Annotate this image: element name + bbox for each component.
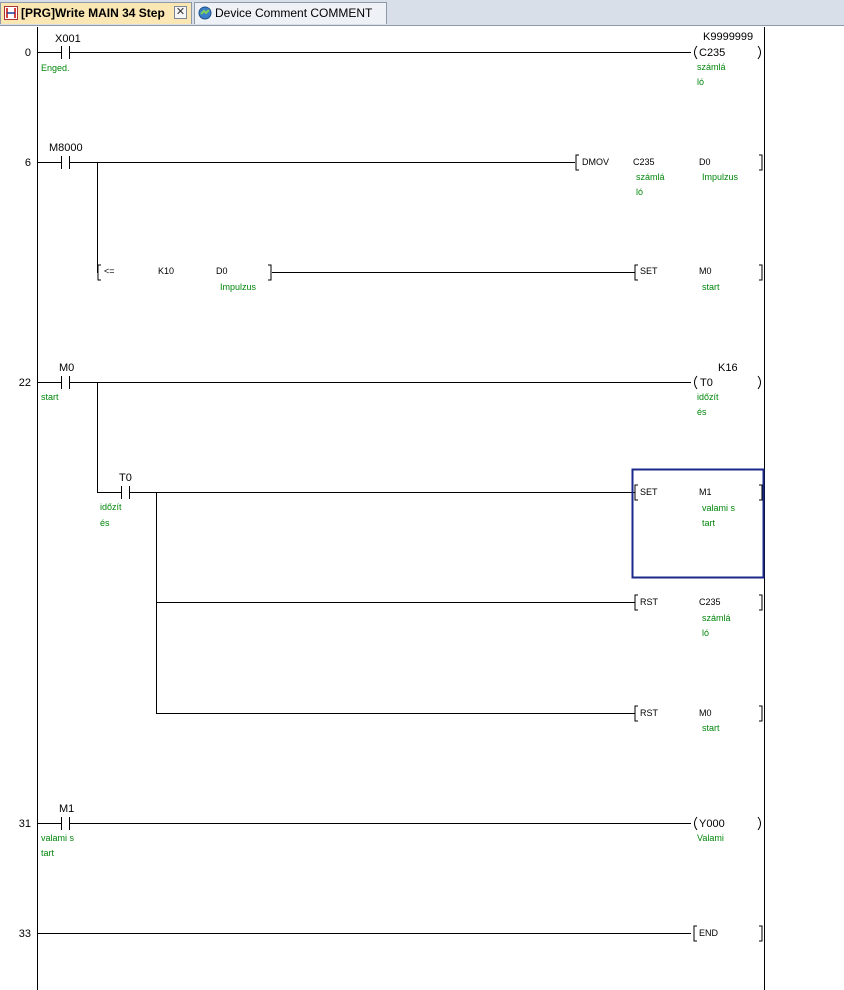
- set-m1-instruction[interactable]: SET: [640, 487, 658, 497]
- contact-m8000-label[interactable]: M8000: [49, 142, 83, 154]
- rst-m0-operand: M0: [699, 708, 712, 718]
- step-number-31: 31: [19, 818, 31, 830]
- set-m1-operand: M1: [699, 487, 712, 497]
- coil-c235-label[interactable]: C235: [699, 47, 725, 59]
- editor-tab-bar: [PRG]Write MAIN 34 Step ✕ Device Comment…: [0, 0, 844, 26]
- tab-program-main[interactable]: [PRG]Write MAIN 34 Step ✕: [0, 2, 192, 24]
- coil-y000-label[interactable]: Y000: [699, 818, 725, 830]
- step-number-6: 6: [25, 157, 31, 169]
- ladder-program-icon: [4, 6, 18, 20]
- compare-operator[interactable]: <=: [104, 266, 115, 276]
- contact-m0-comment: start: [41, 392, 59, 402]
- rst-m0-instruction[interactable]: RST: [640, 708, 659, 718]
- rst-c235-operand: C235: [699, 597, 721, 607]
- timer-t0-comment-line2: és: [697, 407, 707, 417]
- compare-operand-1: K10: [158, 266, 174, 276]
- contact-x001-label[interactable]: X001: [55, 33, 81, 45]
- contact-t0-comment-line2: és: [100, 518, 110, 528]
- dmov-dst-operand: D0: [699, 157, 711, 167]
- dmov-src-comment-line1: számlá: [636, 172, 665, 182]
- tab-comment-label: Device Comment COMMENT: [215, 6, 373, 20]
- set-m1-comment-line1: valami s: [702, 503, 736, 513]
- device-comment-icon: [198, 6, 212, 20]
- set-m0-instruction[interactable]: SET: [640, 266, 658, 276]
- compare-operand-2-comment: Impulzus: [220, 282, 257, 292]
- dmov-src-comment-line2: ló: [636, 187, 643, 197]
- contact-t0-label[interactable]: T0: [119, 472, 132, 484]
- contact-m1-comment-line1: valami s: [41, 833, 75, 843]
- dmov-dst-comment: Impulzus: [702, 172, 739, 182]
- dmov-src-operand: C235: [633, 157, 655, 167]
- selection-cursor[interactable]: [631, 468, 765, 579]
- contact-t0-comment-line1: időzít: [100, 502, 122, 512]
- rst-c235-instruction[interactable]: RST: [640, 597, 659, 607]
- timer-t0-label[interactable]: T0: [700, 377, 713, 389]
- contact-m1-comment-line2: tart: [41, 848, 55, 858]
- rst-c235-comment-line1: számlá: [702, 613, 731, 623]
- timer-t0-comment-line1: időzít: [697, 392, 719, 402]
- coil-c235-comment-line1: számlá: [697, 62, 726, 72]
- step-number-0: 0: [25, 47, 31, 59]
- close-tab-icon[interactable]: ✕: [174, 6, 187, 19]
- timer-t0-setpoint: K16: [718, 362, 738, 374]
- set-m1-comment-line2: tart: [702, 518, 716, 528]
- contact-m0-label[interactable]: M0: [59, 362, 74, 374]
- tab-device-comment[interactable]: Device Comment COMMENT: [194, 2, 387, 24]
- contact-x001-comment: Enged.: [41, 63, 70, 73]
- compare-operand-2: D0: [216, 266, 228, 276]
- step-number-22: 22: [19, 377, 31, 389]
- step-number-33: 33: [19, 928, 31, 940]
- set-m0-operand: M0: [699, 266, 712, 276]
- rst-c235-comment-line2: ló: [702, 628, 709, 638]
- set-m0-comment: start: [702, 282, 720, 292]
- rst-m0-comment: start: [702, 723, 720, 733]
- tab-program-label: [PRG]Write MAIN 34 Step: [21, 6, 165, 20]
- dmov-instruction[interactable]: DMOV: [582, 157, 609, 167]
- end-instruction[interactable]: END: [699, 928, 719, 938]
- contact-m1-label[interactable]: M1: [59, 803, 74, 815]
- coil-c235-comment-line2: ló: [697, 77, 704, 87]
- coil-c235-setpoint: K9999999: [703, 31, 753, 43]
- coil-y000-comment: Valami: [697, 833, 724, 843]
